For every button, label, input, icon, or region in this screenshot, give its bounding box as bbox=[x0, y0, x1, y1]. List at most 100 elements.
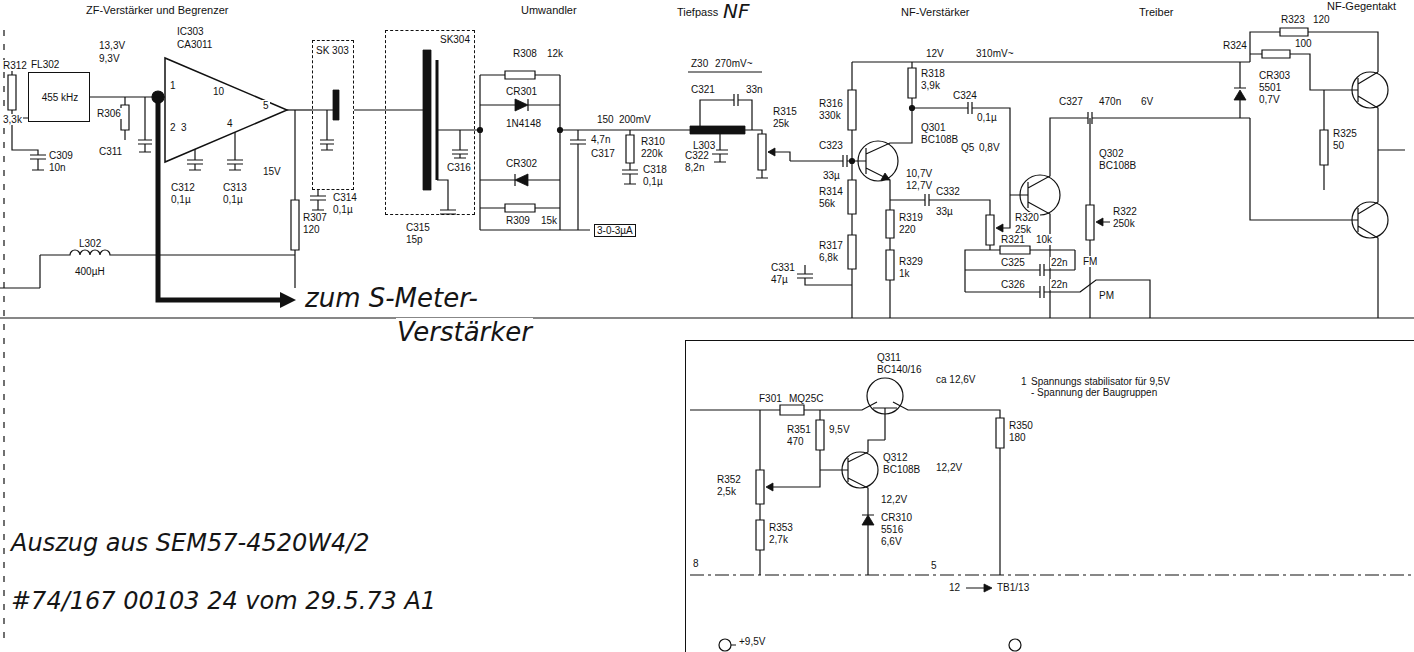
label-holder: ZF-Verstärker und Begrenzer bbox=[85, 4, 229, 16]
label-holder: R318 bbox=[920, 68, 946, 79]
label-holder: R307 bbox=[302, 212, 328, 223]
component-label: 50 bbox=[1333, 140, 1344, 151]
component-label: 1 bbox=[1021, 376, 1027, 387]
label-holder: C315 bbox=[405, 222, 431, 233]
component-label: 12k bbox=[547, 48, 563, 59]
component-label: C327 bbox=[1059, 96, 1083, 107]
component-label: Z30 bbox=[691, 58, 708, 69]
component-label: C311 bbox=[99, 146, 122, 157]
component-label: L303 bbox=[693, 140, 715, 151]
label-holder: 15k bbox=[540, 215, 558, 226]
label-holder: C332 bbox=[935, 186, 961, 197]
label-holder: 12 bbox=[948, 582, 961, 593]
label-holder: 13,3V bbox=[98, 40, 126, 51]
component-label: 5516 bbox=[881, 524, 903, 535]
component-label: 180 bbox=[1009, 432, 1026, 443]
label-holder: C326 bbox=[1000, 279, 1026, 290]
label-holder: 250k bbox=[1112, 218, 1136, 229]
label-holder: 120 bbox=[302, 224, 321, 235]
terminal-circle bbox=[719, 639, 731, 651]
component-label: Q301 bbox=[921, 122, 945, 133]
component-label: 330k bbox=[819, 110, 841, 121]
component-label: 1k bbox=[899, 268, 910, 279]
component-label: FM bbox=[1083, 256, 1097, 267]
label-holder: 0,1µ bbox=[976, 112, 998, 123]
label-holder: Q312 bbox=[882, 452, 908, 463]
component-label: 120 bbox=[303, 224, 320, 235]
component-label: R320 bbox=[1015, 212, 1039, 223]
component-label: 8,2n bbox=[685, 162, 704, 173]
component-label: BC108B bbox=[883, 464, 920, 475]
secondary-winding bbox=[436, 60, 439, 180]
label-holder: R309 bbox=[505, 215, 531, 226]
label-holder: 400µH bbox=[74, 266, 106, 277]
component-label: R310 bbox=[641, 136, 665, 147]
ground-rail bbox=[0, 288, 1414, 318]
connector-rail bbox=[690, 574, 1414, 575]
label-holder: 12k bbox=[546, 48, 564, 59]
component-label: R316 bbox=[819, 98, 843, 109]
label-holder: 3,3k bbox=[2, 114, 23, 125]
label-holder: 220 bbox=[898, 224, 917, 235]
label-holder: 180 bbox=[1008, 432, 1027, 443]
transistor-symbol bbox=[858, 141, 898, 181]
label-holder: R308 bbox=[512, 48, 538, 59]
label-holder: 12,2V bbox=[880, 494, 908, 505]
label-holder: R322 bbox=[1112, 206, 1138, 217]
component-label: 0,1µ bbox=[643, 176, 663, 187]
component-label: 25k bbox=[773, 118, 789, 129]
component-label: 33µ bbox=[823, 170, 840, 181]
component-label: 0,7V bbox=[1259, 94, 1280, 105]
label-holder: 200mV bbox=[618, 114, 652, 125]
component-label: 10k bbox=[1036, 234, 1052, 245]
component-label: ca 12,6V bbox=[936, 374, 975, 385]
component-label: C331 bbox=[771, 262, 795, 273]
label-holder: 5516 bbox=[880, 524, 904, 535]
label-holder: R323 bbox=[1280, 14, 1306, 25]
component-label: 15p bbox=[406, 234, 423, 245]
filled-symbols bbox=[333, 50, 1246, 592]
component-label: 10,7V bbox=[906, 168, 932, 179]
component-label: Q311 bbox=[877, 352, 901, 363]
component-label: 0,1µ bbox=[171, 194, 191, 205]
component-label: 120 bbox=[1313, 14, 1330, 25]
component-label: Q5 bbox=[961, 142, 974, 153]
component-label: R309 bbox=[506, 215, 530, 226]
label-holder: zum S-Meter- bbox=[304, 284, 479, 313]
component-label: 9,5V bbox=[829, 424, 850, 435]
component-label: C317 bbox=[591, 148, 615, 159]
label-holder: R324 bbox=[1222, 40, 1248, 51]
label-holder: L302 bbox=[78, 238, 102, 249]
label-holder: 6,6V bbox=[880, 536, 903, 547]
label-holder: R316 bbox=[818, 98, 844, 109]
label-holder: 5 bbox=[262, 100, 270, 111]
label-holder: MQ25C bbox=[788, 393, 824, 404]
component-label: C332 bbox=[936, 186, 960, 197]
label-holder: +9,5V bbox=[738, 636, 766, 647]
component-label: C315 bbox=[406, 222, 430, 233]
label-holder: 0,1µ bbox=[642, 176, 664, 187]
label-holder: BC108B bbox=[920, 134, 959, 145]
component-label: 200mV bbox=[619, 114, 651, 125]
label-holder: 4 bbox=[226, 118, 234, 129]
part-name: FL302 bbox=[31, 59, 59, 70]
component-label: BC108B bbox=[921, 134, 958, 145]
component-label: 1N4148 bbox=[506, 118, 541, 129]
label-holder: Auszug aus SEM57-4520W4/2 bbox=[10, 530, 371, 556]
text-holder: SK 303 bbox=[316, 45, 349, 56]
label-holder: 5501 bbox=[1258, 82, 1282, 93]
shield-box: SK 303 bbox=[312, 40, 354, 190]
component-label: R306 bbox=[97, 108, 121, 119]
label-holder: 15p bbox=[405, 234, 424, 245]
label-holder: 12V bbox=[925, 48, 945, 59]
label-holder: 8,2n bbox=[684, 162, 705, 173]
label-holder: 33µ bbox=[822, 170, 841, 181]
label-holder: R317 bbox=[818, 240, 844, 251]
label-holder: 270mV~ bbox=[714, 58, 754, 69]
section-heading: Treiber bbox=[1139, 6, 1173, 18]
junction-dot bbox=[910, 106, 915, 111]
transistor-symbol bbox=[1020, 175, 1060, 215]
label-holder: 3 bbox=[180, 122, 188, 133]
label-holder: 0,1µ bbox=[222, 194, 244, 205]
part-name: SK304 bbox=[440, 34, 470, 45]
